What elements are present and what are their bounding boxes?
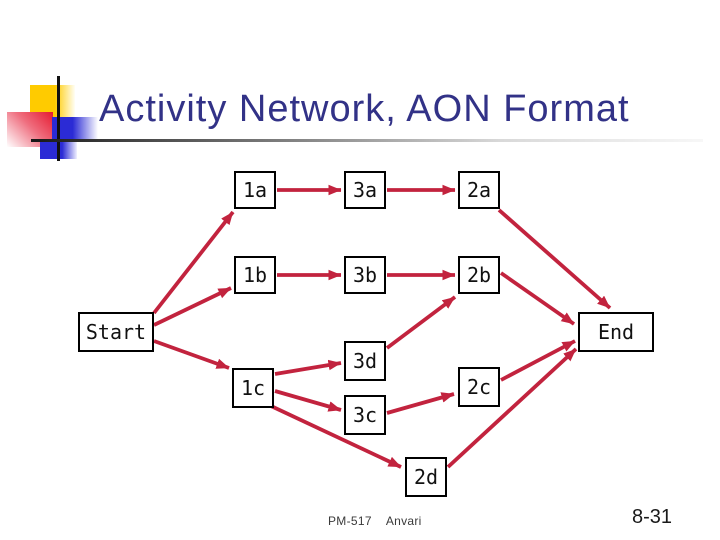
node-2c: 2c <box>458 367 500 407</box>
footer-author: Anvari <box>385 514 422 528</box>
footer-course: PM-517 <box>328 514 372 528</box>
edge-3d-2b <box>385 295 457 350</box>
edge-2a-end <box>497 208 612 310</box>
edge-2c-end <box>500 339 576 382</box>
edge-start-1a <box>152 210 235 315</box>
node-1c: 1c <box>232 368 274 408</box>
logo-crosshair-vertical-line <box>57 76 60 161</box>
edge-2b-end <box>499 271 576 326</box>
logo-yellow-square <box>30 85 75 117</box>
edge-start-1c <box>153 339 230 370</box>
edge-3c-2c <box>386 392 455 415</box>
edge-start-1b <box>153 286 232 327</box>
node-1a: 1a <box>234 171 276 209</box>
edge-1c-2d <box>270 404 402 469</box>
node-end: End <box>578 312 654 352</box>
node-2a: 2a <box>458 171 500 209</box>
footer-text: PM-517 Anvari <box>328 514 422 528</box>
page-number: 8-31 <box>632 506 673 528</box>
edge-1c-3d <box>274 359 342 376</box>
node-1b: 1b <box>234 256 276 294</box>
node-3c: 3c <box>344 395 386 435</box>
node-2d: 2d <box>405 457 447 497</box>
node-3b: 3b <box>344 256 386 294</box>
title-divider-line <box>31 139 703 142</box>
node-2b: 2b <box>458 256 500 294</box>
node-3a: 3a <box>344 171 386 209</box>
node-start: Start <box>78 312 154 352</box>
edge-1c-3c <box>274 389 342 412</box>
edge-2d-end <box>446 347 578 469</box>
node-3d: 3d <box>344 341 386 381</box>
slide-title: Activity Network, AON Format <box>99 88 630 130</box>
